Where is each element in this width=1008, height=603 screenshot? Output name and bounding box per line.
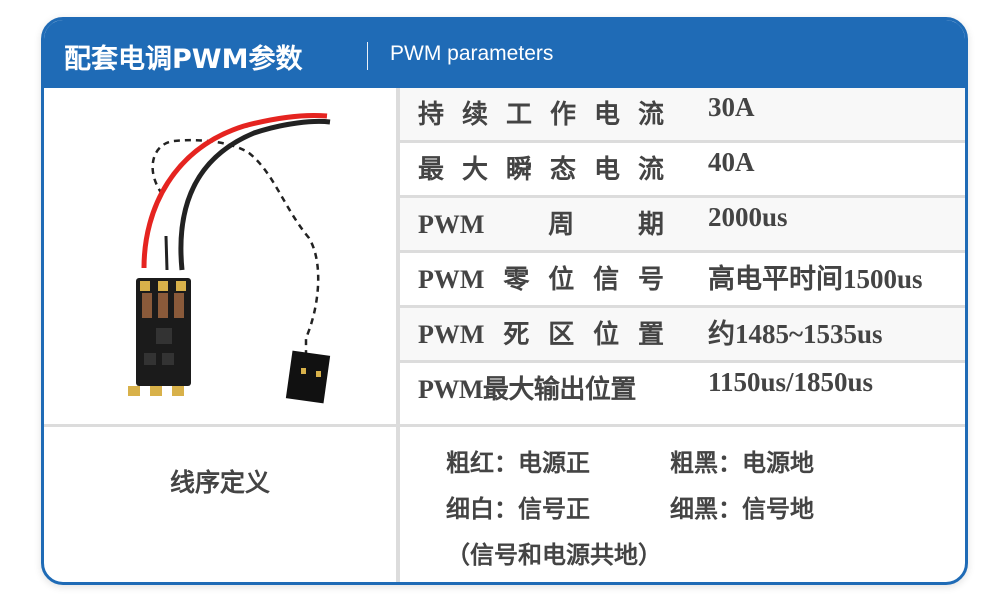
- wiring-note: （信号和电源共地）: [446, 543, 662, 569]
- param-value: 30A: [708, 92, 755, 122]
- wiring-definition: 线序定义 粗红：电源正 粗黑：电源地 细白：信号正 细黑：信号地 （信号和电源共…: [44, 424, 965, 582]
- wiring-thick-black: 粗黑：电源地: [670, 451, 814, 477]
- param-value: 1150us/1850us: [708, 367, 874, 397]
- param-label: PWM死区位置: [418, 320, 664, 349]
- param-row: 持续工作电流 30A: [400, 88, 965, 143]
- param-row: 最大瞬态电流 40A: [400, 143, 965, 198]
- param-value: 2000us: [708, 202, 788, 232]
- header-subtitle: PWM parameters: [390, 42, 554, 65]
- wiring-thick-red: 粗红：电源正: [446, 451, 590, 477]
- param-row: PWM死区位置 约1485~1535us: [400, 308, 965, 363]
- esc-product-image: [44, 88, 396, 424]
- param-label: PWM最大输出位置: [418, 375, 636, 404]
- wiring-title: 线序定义: [169, 470, 270, 497]
- param-value: 高电平时间1500us: [708, 264, 923, 294]
- param-value: 约1485~1535us: [708, 319, 883, 349]
- header-title: 配套电调PWM参数: [64, 44, 303, 75]
- esc-illustration: [128, 113, 331, 404]
- param-row: PWM周期 2000us: [400, 198, 965, 253]
- param-row: PWM最大输出位置 1150us/1850us: [400, 363, 965, 426]
- column-divider: [396, 88, 400, 582]
- wiring-thin-white: 细白：信号正: [446, 497, 590, 523]
- parameter-table: 持续工作电流 30A 最大瞬态电流 40A PWM周期 2000us PWM零位…: [400, 88, 965, 426]
- param-label: PWM零位信号: [418, 265, 664, 294]
- param-row: PWM零位信号 高电平时间1500us: [400, 253, 965, 308]
- param-label: 最大瞬态电流: [418, 155, 664, 184]
- wiring-thin-black: 细黑：信号地: [670, 497, 814, 523]
- card-header: 配套电调PWM参数 PWM parameters: [44, 20, 965, 88]
- header-divider: [367, 42, 368, 70]
- param-label: 持续工作电流: [418, 100, 664, 129]
- pwm-parameters-card: 配套电调PWM参数 PWM parameters: [41, 17, 968, 585]
- param-value: 40A: [708, 147, 755, 177]
- param-label: PWM周期: [418, 210, 664, 239]
